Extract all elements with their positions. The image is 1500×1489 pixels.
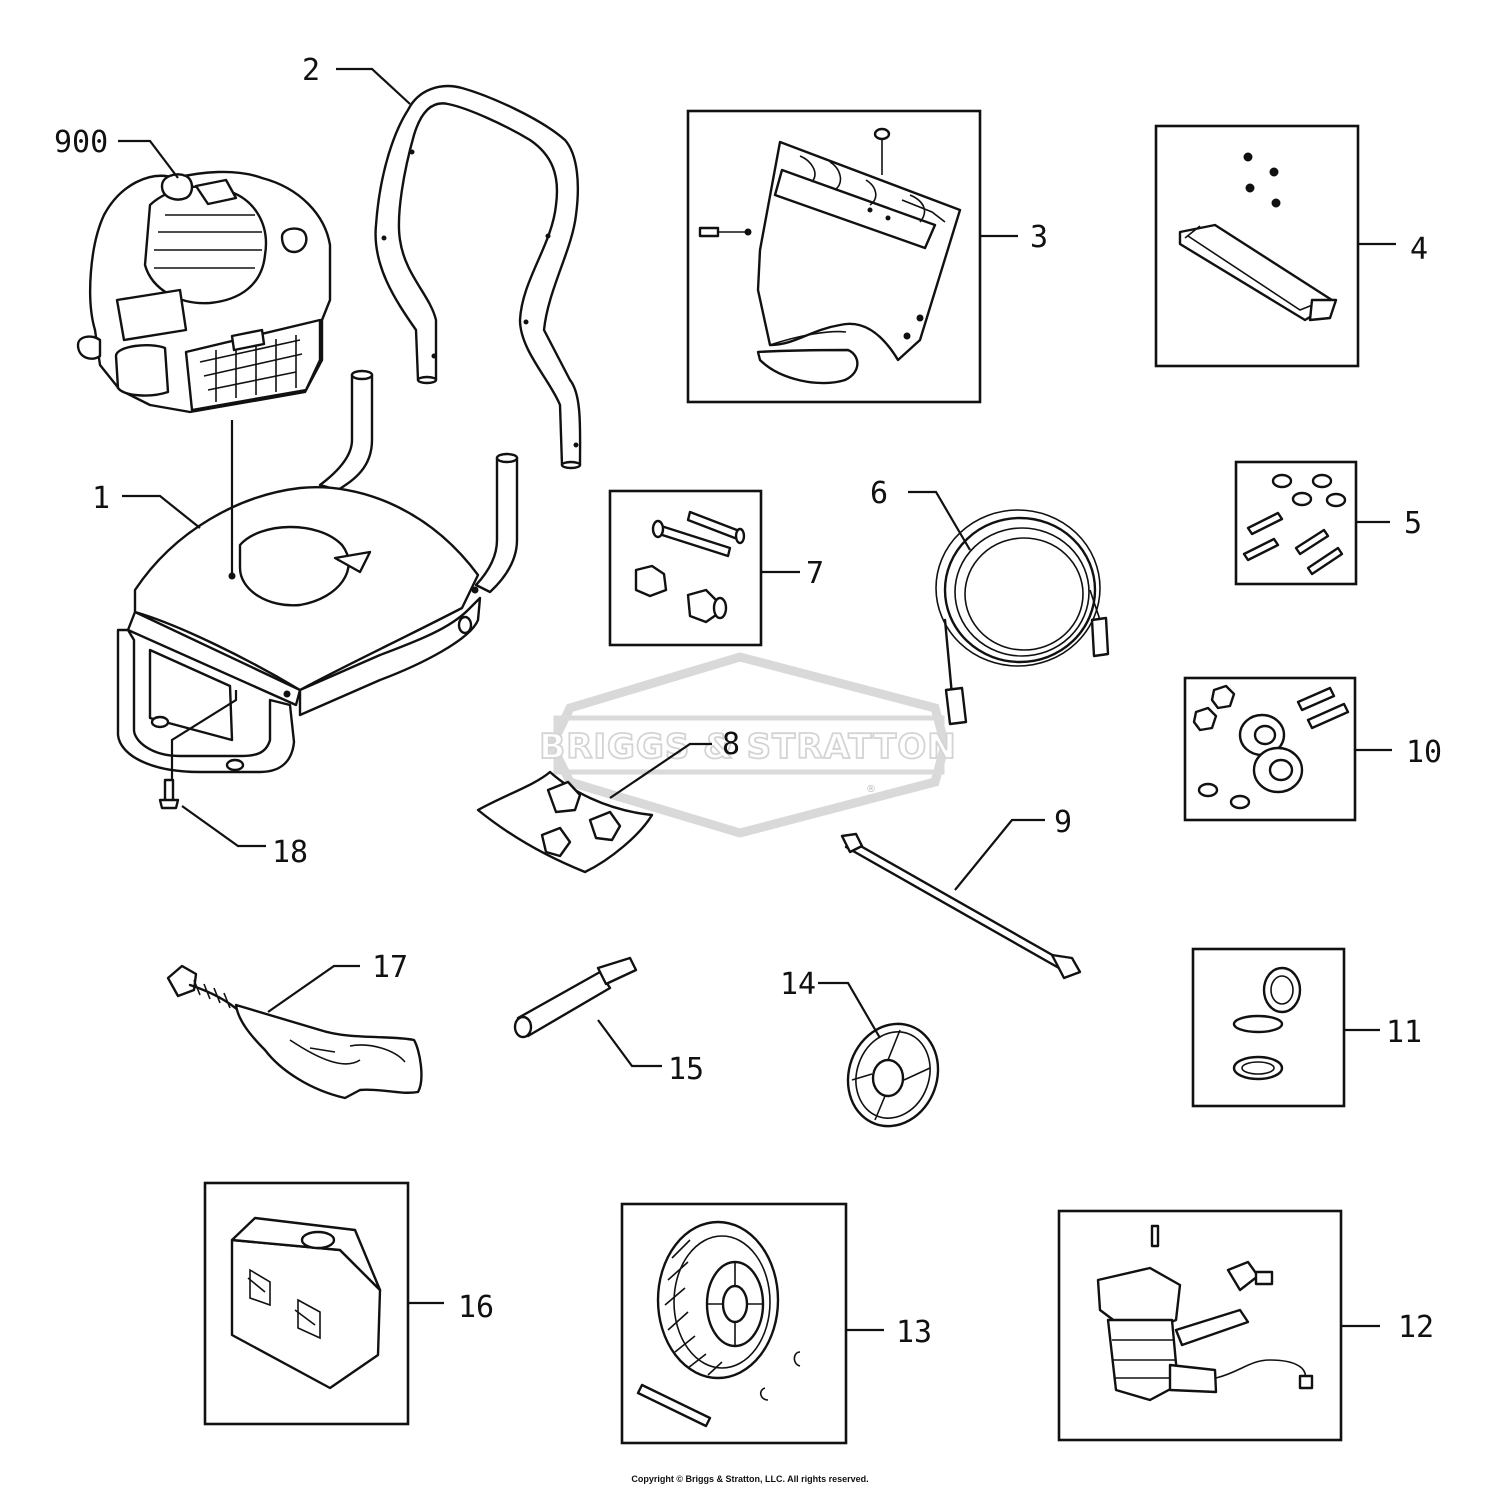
part-4-hook[interactable] bbox=[1154, 124, 1360, 368]
callout-7: 7 bbox=[806, 556, 824, 591]
brand-watermark: BRIGGS & STRATTON ® bbox=[538, 652, 957, 838]
callout-900: 900 bbox=[54, 125, 108, 160]
callout-10: 10 bbox=[1406, 735, 1442, 770]
part-1-frame[interactable] bbox=[116, 369, 519, 774]
part-13-wheel[interactable] bbox=[620, 1202, 848, 1445]
part-3-bracket[interactable] bbox=[686, 109, 982, 404]
callout-2: 2 bbox=[302, 53, 320, 88]
callout-4: 4 bbox=[1410, 232, 1428, 267]
part-16-tank[interactable] bbox=[203, 1181, 410, 1426]
part-9-wand[interactable] bbox=[840, 832, 1082, 980]
callout-17: 17 bbox=[372, 950, 408, 985]
callout-18: 18 bbox=[272, 835, 308, 870]
callout-14: 14 bbox=[780, 967, 816, 1002]
watermark-registered: ® bbox=[866, 784, 876, 795]
part-2-handle[interactable] bbox=[374, 84, 582, 470]
part-11-cap[interactable] bbox=[1191, 947, 1346, 1108]
copyright-notice: Copyright © Briggs & Stratton, LLC. All … bbox=[631, 1474, 868, 1484]
callout-6: 6 bbox=[870, 476, 888, 511]
part-10-hardware[interactable] bbox=[1183, 676, 1357, 822]
part-15-extension[interactable] bbox=[513, 956, 638, 1039]
watermark-brand: BRIGGS & STRATTON bbox=[539, 727, 956, 767]
callout-leaders bbox=[118, 67, 1396, 1332]
part-17-gun[interactable] bbox=[166, 964, 423, 1100]
part-5-hardware[interactable] bbox=[1234, 460, 1358, 586]
callout-8: 8 bbox=[722, 727, 740, 762]
part-14-filter[interactable] bbox=[834, 1011, 952, 1139]
callout-1: 1 bbox=[92, 481, 110, 516]
callout-13: 13 bbox=[896, 1315, 932, 1350]
callout-12: 12 bbox=[1398, 1310, 1434, 1345]
callout-16: 16 bbox=[458, 1290, 494, 1325]
callout-numbers: 900 2 1 18 3 4 5 7 6 10 8 9 11 12 13 16 … bbox=[54, 53, 1442, 1350]
callout-15: 15 bbox=[668, 1052, 704, 1087]
part-900-engine[interactable] bbox=[76, 170, 332, 414]
callout-3: 3 bbox=[1030, 220, 1048, 255]
callout-5: 5 bbox=[1404, 506, 1422, 541]
part-18-bolt[interactable] bbox=[158, 778, 180, 810]
part-6-hose[interactable] bbox=[935, 509, 1110, 726]
part-12-pump[interactable] bbox=[1057, 1209, 1343, 1442]
callout-11: 11 bbox=[1386, 1015, 1422, 1050]
callout-9: 9 bbox=[1054, 805, 1072, 840]
part-7-hardware[interactable] bbox=[608, 489, 763, 647]
part-8-nozzle-pack[interactable] bbox=[476, 770, 654, 874]
